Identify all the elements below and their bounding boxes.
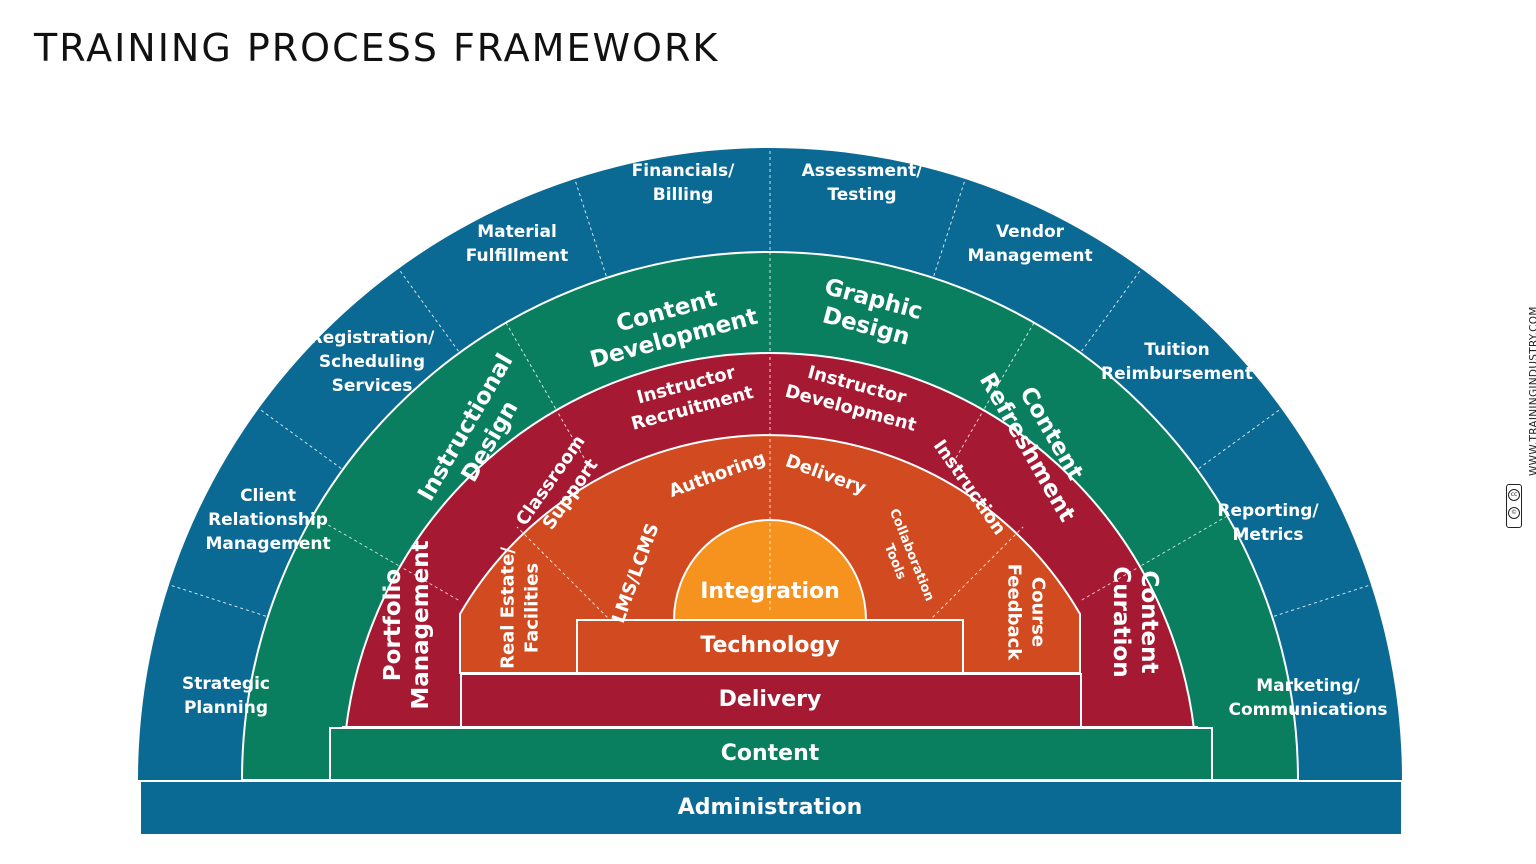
delivery-divider — [949, 409, 984, 469]
technology-bar-label: Technology — [700, 633, 839, 658]
admin-divider — [398, 268, 459, 352]
integration-dome — [672, 519, 868, 621]
delivery-segment-real-estate-facilities: Real Estate/Facilities — [497, 547, 542, 669]
delivery-bar-label: Delivery — [719, 687, 822, 712]
content-segment-portfolio-management: PortfolioManagement — [380, 540, 434, 709]
admin-divider — [574, 178, 607, 277]
admin-segment-assessment-testing: Assessment/Testing — [802, 161, 924, 205]
admin-segment-marketing-communications: Marketing/Communications — [1228, 676, 1387, 720]
delivery-divider — [556, 409, 591, 469]
technology-bar — [576, 619, 964, 674]
admin-divider — [168, 584, 267, 617]
content-bar — [329, 727, 1213, 781]
admin-divider — [1198, 408, 1282, 469]
content-divider — [1141, 515, 1228, 566]
credit-text: WWW.TRAININGINDUSTRY.COM — [1528, 306, 1536, 476]
admin-divider — [1273, 584, 1372, 617]
integration-label: Integration — [700, 579, 840, 604]
website-credit: WWW.TRAININGINDUSTRY.COM — [1514, 286, 1536, 476]
content-bar-label: Content — [721, 741, 820, 766]
delivery-bar — [460, 673, 1082, 728]
creative-commons-icon: cc © — [1506, 484, 1522, 528]
admin-divider — [1081, 268, 1142, 352]
layer-bars — [139, 619, 1403, 836]
content-divider — [312, 515, 399, 566]
page-title: TRAINING PROCESS FRAMEWORK — [34, 26, 720, 70]
content-divider — [984, 322, 1035, 409]
content-segment-content-curation: ContentCuration — [1108, 566, 1162, 677]
delivery-divider — [1081, 566, 1141, 601]
admin-divider — [258, 408, 342, 469]
admin-divider — [933, 178, 966, 277]
delivery-divider — [399, 566, 459, 601]
admin-segment-reporting-metrics: Reporting/Metrics — [1217, 501, 1319, 545]
administration-bar-label: Administration — [678, 795, 863, 820]
admin-segment-financials-billing: Financials/Billing — [632, 161, 735, 205]
content-divider — [505, 322, 556, 409]
delivery-segment-course-feedback: CourseFeedback — [1004, 564, 1049, 662]
